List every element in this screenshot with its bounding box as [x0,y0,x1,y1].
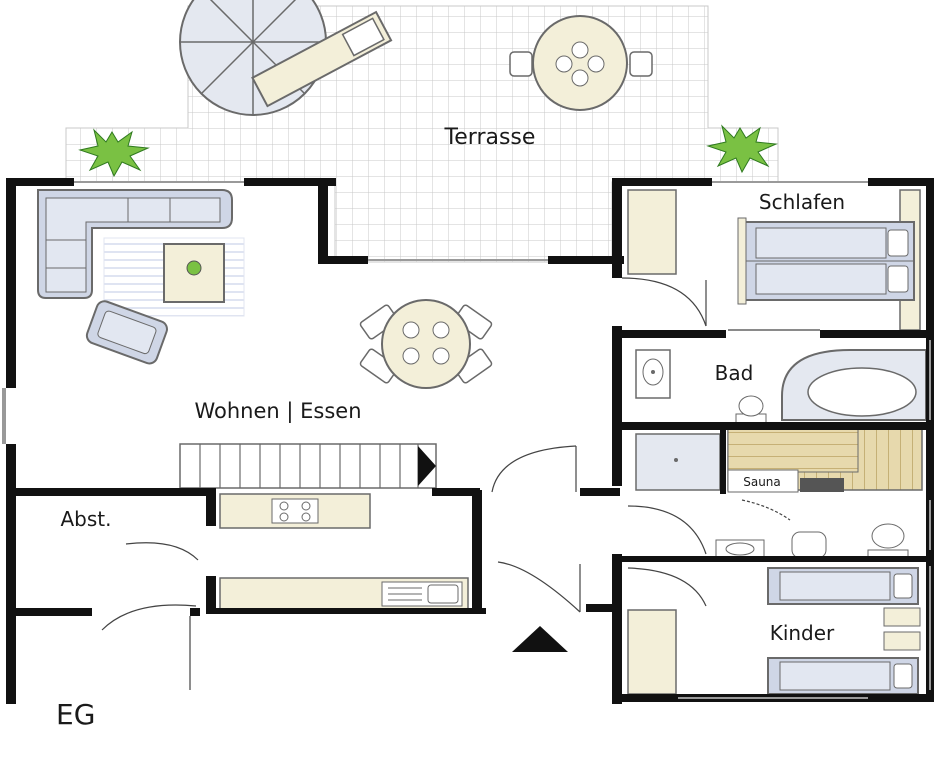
kids-wardrobe [627,609,677,695]
terrace-dining-table [509,15,653,111]
plant-icon [78,128,150,178]
toilet-2 [867,523,909,561]
sauna-cabin [727,427,923,493]
floor-label: EG [56,698,95,731]
double-bed [737,217,915,305]
coffee-table [163,243,225,303]
walls [2,178,934,704]
kitchen-counter-top [219,493,371,529]
bedroom-label: Schlafen [759,190,845,214]
kids-shelf [883,607,921,651]
bathroom-sink [635,349,671,399]
door-swings [101,277,820,690]
dining-table [359,299,493,389]
hallway-sink [715,539,765,559]
toilet [735,395,767,425]
shower [635,433,721,491]
kitchen-counter-bottom [219,577,469,611]
kids-bed-1 [767,567,919,605]
sauna-label: Sauna [743,475,781,489]
bath-label: Bad [715,361,754,385]
terrace-label: Terrasse [444,125,536,150]
staircase [179,443,437,489]
bidet [791,531,827,559]
storage-label: Abst. [61,507,112,531]
kids-bed-2 [767,657,919,695]
entrance-arrow-icon [512,626,568,652]
corner-sofa [37,189,233,299]
kids-label: Kinder [770,621,835,645]
plant-icon [706,124,778,174]
windows [74,181,931,699]
bathtub [781,349,927,421]
living-label: Wohnen | Essen [194,399,361,424]
armchair [85,300,168,365]
sun-lounger [251,10,393,108]
stair-arrow-icon [418,446,436,486]
bedroom-wardrobe [627,189,677,275]
